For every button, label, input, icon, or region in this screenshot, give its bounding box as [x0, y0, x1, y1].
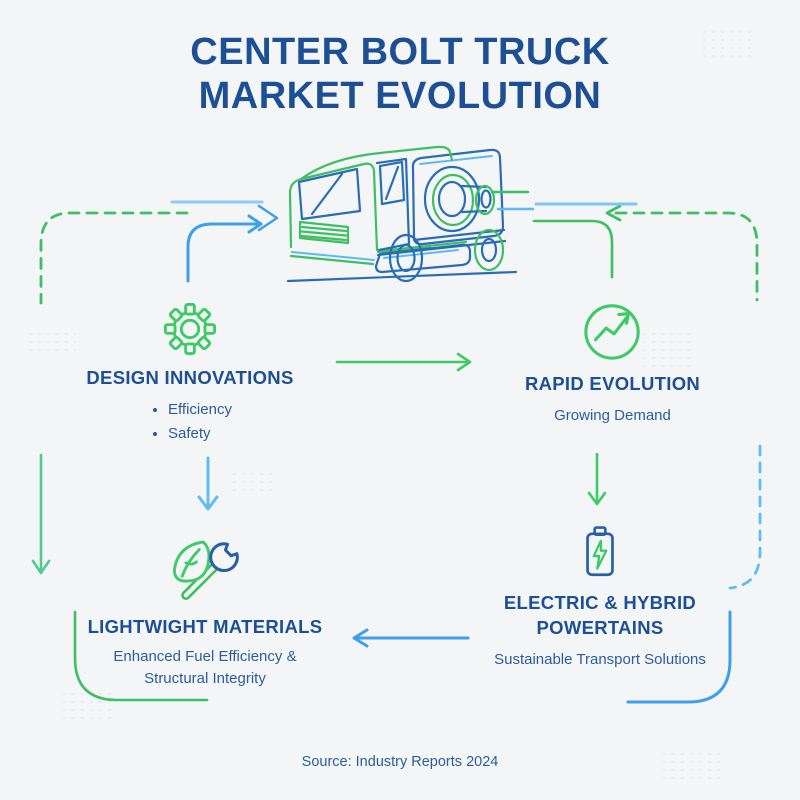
dashed-path-right	[728, 444, 762, 590]
texture-dots	[230, 470, 274, 494]
leaf-wrench-icon	[173, 540, 239, 601]
connector-truck-to-rapid	[532, 219, 614, 279]
speed-lines	[257, 190, 638, 232]
bullet-list: Efficiency Safety	[148, 398, 232, 446]
node-title: RAPID EVOLUTION	[524, 373, 701, 394]
battery-charging-icon	[586, 526, 614, 577]
arrow-design-to-rapid	[335, 352, 472, 372]
node-subtitle: Growing Demand	[554, 406, 671, 424]
arrow-rapid-to-electric	[587, 452, 607, 506]
growth-circle-icon	[583, 304, 640, 360]
title-line2: MARKET EVOLUTION	[198, 75, 602, 118]
node-title: LIGHTWIGHT MATERIALS	[87, 616, 323, 637]
node-title: DESIGN INNOVATIONS	[86, 367, 294, 388]
dashed-path-top-left	[39, 211, 189, 305]
node-subtitle-line1: Enhanced Fuel Efficiency &	[113, 647, 297, 665]
bullet-item: Efficiency	[168, 398, 232, 422]
node-lightweight-materials: LIGHTWIGHT MATERIALS Enhanced Fuel Effic…	[70, 536, 340, 689]
arrow-left-edge-down	[31, 453, 51, 575]
node-electric-hybrid: ELECTRIC & HYBRID POWERTAINS Sustainable…	[460, 524, 740, 671]
arrow-design-down	[197, 456, 219, 511]
truck-illustration-icon	[286, 145, 518, 283]
arrow-electric-to-lightweight	[352, 628, 470, 648]
node-title-line1: ELECTRIC & HYBRID	[503, 592, 697, 613]
dashed-arrow-top-right	[605, 204, 759, 302]
texture-dots	[26, 330, 76, 356]
arrow-design-to-truck	[186, 214, 263, 283]
gear-icon	[163, 302, 217, 356]
texture-dots	[60, 690, 116, 720]
node-design-innovations: DESIGN INNOVATIONS Efficiency Safety	[55, 302, 325, 446]
node-title: ELECTRIC & HYBRID POWERTAINS	[460, 591, 740, 641]
node-subtitle: Sustainable Transport Solutions	[494, 650, 706, 668]
bullet-item: Safety	[168, 422, 232, 446]
texture-dots	[660, 750, 720, 780]
node-subtitle-line2: Structural Integrity	[144, 669, 266, 687]
corner-path-bottom-left	[73, 610, 209, 702]
page-title: CENTER BOLT TRUCK MARKET EVOLUTION	[0, 30, 800, 118]
source-note: Source: Industry Reports 2024	[301, 754, 499, 770]
texture-dots	[640, 330, 696, 370]
node-subtitle: Enhanced Fuel Efficiency & Structural In…	[70, 646, 340, 690]
node-title-line2: POWERTAINS	[536, 616, 664, 638]
title-line1: CENTER BOLT TRUCK	[190, 31, 610, 73]
speed-chevron	[257, 204, 279, 232]
node-rapid-evolution: RAPID EVOLUTION Growing Demand	[480, 300, 745, 427]
texture-dots	[700, 28, 756, 58]
corner-path-bottom-right	[626, 610, 732, 704]
